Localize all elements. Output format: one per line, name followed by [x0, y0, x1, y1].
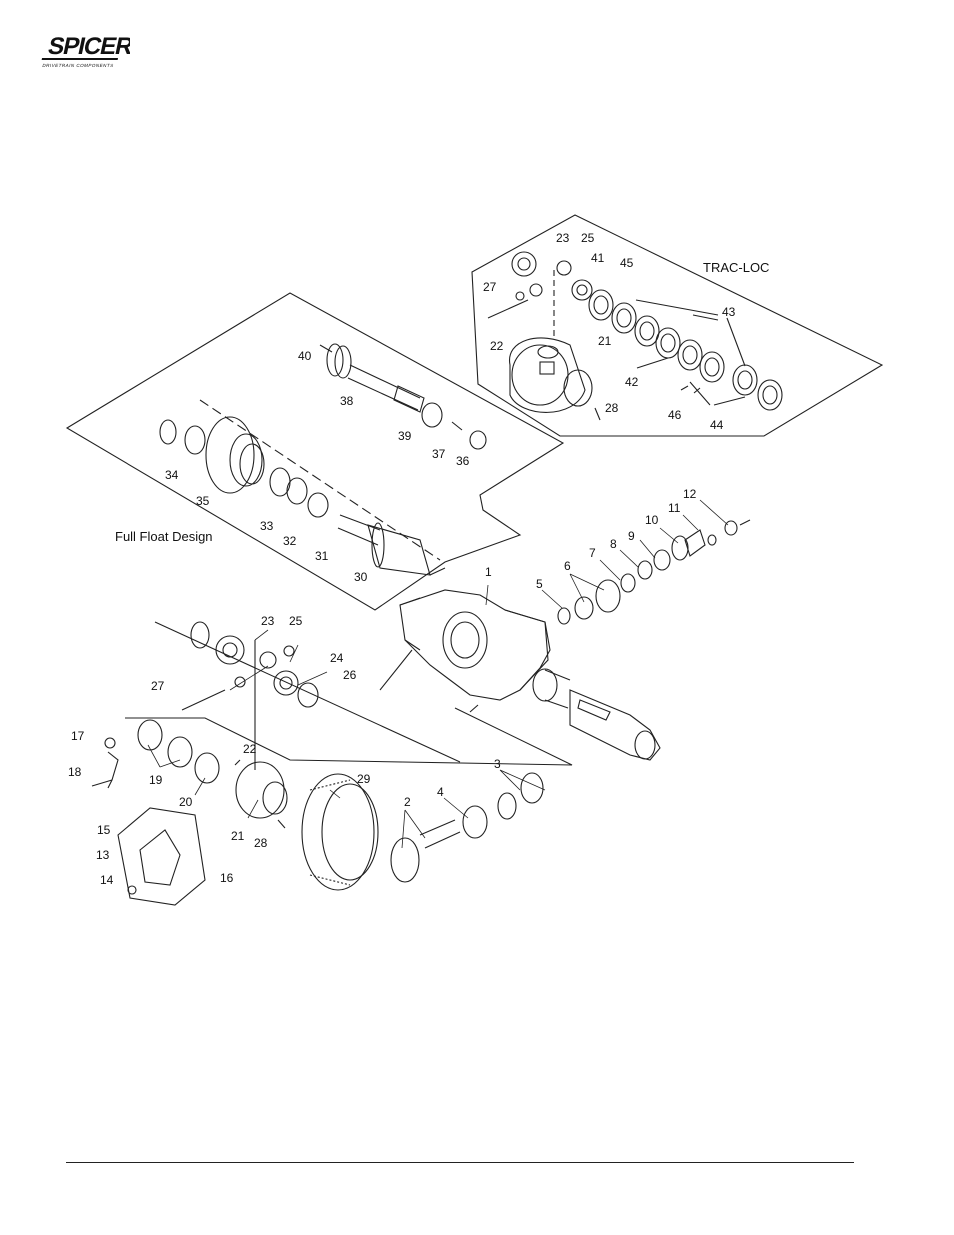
cover-and-plug	[91, 737, 206, 906]
callout-26: 26	[343, 668, 357, 682]
callout-16: 16	[220, 871, 234, 885]
callout-25: 25	[289, 614, 303, 628]
callout-8: 8	[610, 537, 617, 551]
callout-23: 23	[261, 614, 275, 628]
callout-25-trac: 25	[581, 231, 595, 245]
logo-text: SPICER	[46, 33, 130, 60]
callout-42: 42	[625, 375, 639, 389]
spicer-logo: SPICER DRIVETRAIN COMPONENTS	[41, 32, 130, 68]
callout-29: 29	[357, 772, 371, 786]
lower-case-outline	[125, 621, 573, 766]
right-axle-tube	[569, 689, 661, 761]
callout-34: 34	[165, 468, 179, 482]
callout-30: 30	[354, 570, 368, 584]
callout-7: 7	[589, 546, 596, 560]
callout-27: 27	[151, 679, 165, 693]
callout-46: 46	[668, 408, 682, 422]
callout-44: 44	[710, 418, 724, 432]
drive-pinion	[390, 772, 544, 883]
callout-24: 24	[330, 651, 344, 665]
callout-22-trac: 22	[490, 339, 504, 353]
callout-27-trac: 27	[483, 280, 497, 294]
callout-22: 22	[243, 742, 257, 756]
footer-rule	[66, 1162, 854, 1163]
callout-leaders	[147, 499, 729, 849]
callout-21-trac: 21	[598, 334, 612, 348]
callout-45: 45	[620, 256, 634, 270]
pinion-side-parts	[557, 519, 751, 625]
callout-23-trac: 23	[556, 231, 570, 245]
clutch-disc-stack	[553, 270, 783, 421]
callout-20: 20	[179, 795, 193, 809]
axle-housing	[379, 589, 571, 713]
callout-12: 12	[683, 487, 697, 501]
callout-14: 14	[100, 873, 114, 887]
callout-35: 35	[196, 494, 210, 508]
callout-41: 41	[591, 251, 605, 265]
trac-loc-panel	[471, 214, 884, 437]
callout-11: 11	[668, 501, 681, 515]
trac-loc-label: TRAC-LOC	[703, 260, 769, 275]
callout-43: 43	[722, 305, 736, 319]
full-float-panel	[65, 292, 565, 611]
callout-38: 38	[340, 394, 354, 408]
callout-40: 40	[298, 349, 312, 363]
callout-10: 10	[645, 513, 659, 527]
callout-19: 19	[149, 773, 163, 787]
trac-loc-gears	[487, 251, 593, 319]
callout-39: 39	[398, 429, 412, 443]
callout-18: 18	[68, 765, 82, 779]
full-float-label: Full Float Design	[115, 529, 213, 544]
callout-4: 4	[437, 785, 444, 799]
callout-15: 15	[97, 823, 111, 837]
callout-3: 3	[494, 757, 501, 771]
ring-gear	[301, 773, 379, 891]
trac-loc-case	[509, 337, 593, 413]
logo-subtext: DRIVETRAIN COMPONENTS	[42, 63, 114, 68]
callout-17: 17	[71, 729, 85, 743]
callout-13: 13	[96, 848, 110, 862]
callout-5: 5	[536, 577, 543, 591]
callout-32: 32	[283, 534, 297, 548]
callout-28-trac: 28	[605, 401, 619, 415]
callout-2: 2	[404, 795, 411, 809]
callout-6: 6	[564, 559, 571, 573]
full-float-axle-shaft	[319, 343, 487, 450]
callout-37: 37	[432, 447, 446, 461]
callout-9: 9	[628, 529, 635, 543]
callout-1: 1	[485, 565, 492, 579]
differential-gears-lower	[137, 621, 319, 829]
callout-33: 33	[260, 519, 274, 533]
full-float-hub	[159, 399, 446, 576]
callout-36: 36	[456, 454, 470, 468]
callout-21: 21	[231, 829, 245, 843]
callout-28: 28	[254, 836, 268, 850]
callout-31: 31	[315, 549, 329, 563]
